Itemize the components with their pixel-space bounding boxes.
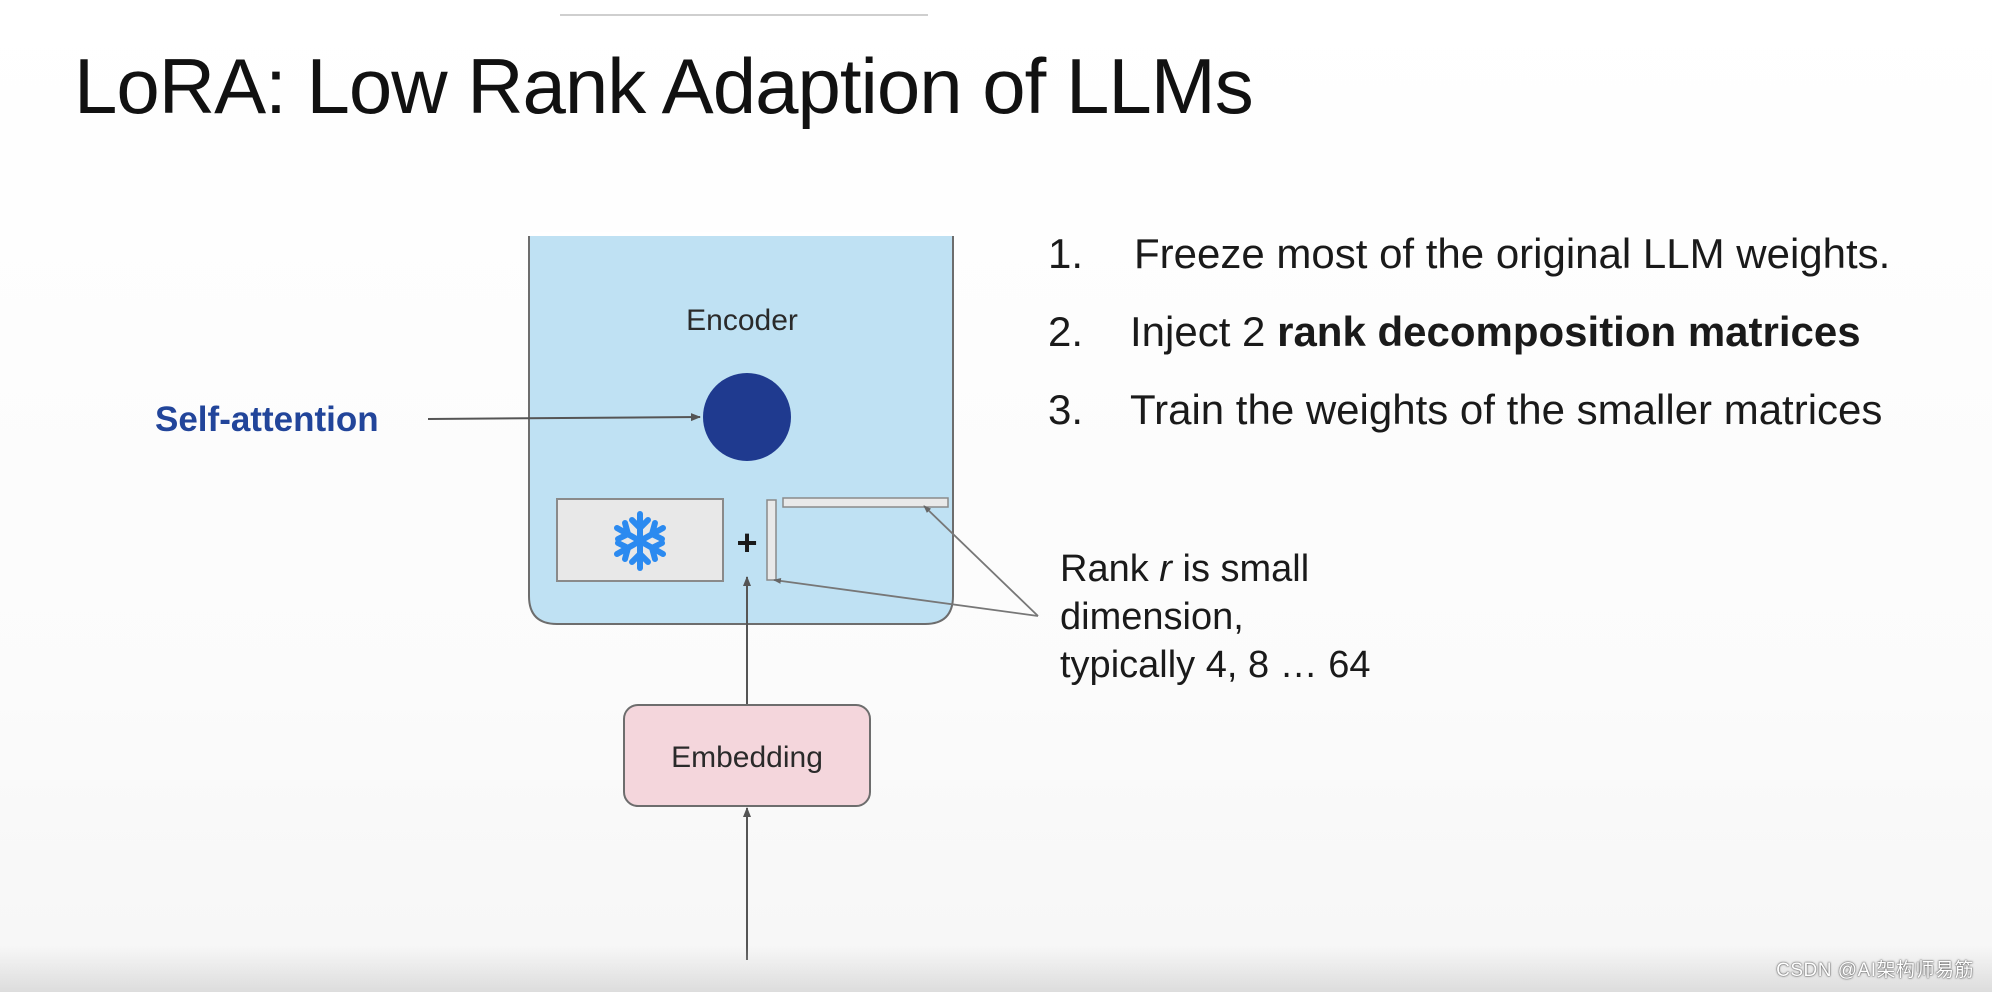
- list-item: 2. Inject 2 rank decomposition matrices: [1048, 304, 1978, 360]
- self-attention-label: Self-attention: [155, 400, 379, 439]
- plus-sign: +: [736, 522, 757, 563]
- list-text-bold: rank decomposition matrices: [1277, 308, 1861, 355]
- matrix-b-horizontal: [782, 497, 949, 508]
- embedding-box: [623, 704, 871, 807]
- top-divider: [560, 14, 928, 16]
- rank-note-line-3: typically 4, 8 … 64: [1060, 644, 1371, 686]
- list-number: 2.: [1048, 308, 1084, 355]
- slide-title: LoRA: Low Rank Adaption of LLMs: [74, 42, 1254, 130]
- list-text: Freeze most of the original LLM weights.: [1134, 230, 1891, 277]
- list-number: 1.: [1048, 230, 1084, 277]
- encoder-open-top: [528, 232, 955, 236]
- matrix-a-vertical: [766, 499, 777, 581]
- rank-note: Rank r is small dimension, typically 4, …: [1060, 545, 1370, 689]
- rank-symbol: r: [1159, 548, 1172, 590]
- encoder-label: Encoder: [686, 304, 798, 337]
- list-text: Train the weights of the smaller matrice…: [1130, 386, 1883, 433]
- rank-note-text: Rank: [1060, 548, 1160, 590]
- list-number: 3.: [1048, 386, 1084, 433]
- rank-note-line-2: dimension,: [1060, 596, 1244, 638]
- snowflake-icon: [614, 511, 666, 571]
- list-text: Inject 2: [1130, 308, 1278, 355]
- pointer-to-matrix-b: [923, 505, 1039, 617]
- self-attention-circle: [703, 373, 791, 461]
- watermark: CSDN @AI架构师易筋: [1776, 960, 1974, 981]
- pointer-to-matrix-a: [773, 577, 1039, 617]
- self-attention-arrow: [427, 413, 701, 422]
- embedding-label: Embedding: [671, 741, 823, 774]
- list-item: 3. Train the weights of the smaller matr…: [1048, 382, 1978, 438]
- bottom-shadow: [0, 946, 1992, 992]
- rank-note-text: is small: [1171, 548, 1310, 590]
- list-item: 1. Freeze most of the original LLM weigh…: [1048, 226, 1978, 282]
- rank-note-line-1: Rank r is small: [1060, 545, 1370, 593]
- steps-list: 1. Freeze most of the original LLM weigh…: [1048, 226, 1978, 460]
